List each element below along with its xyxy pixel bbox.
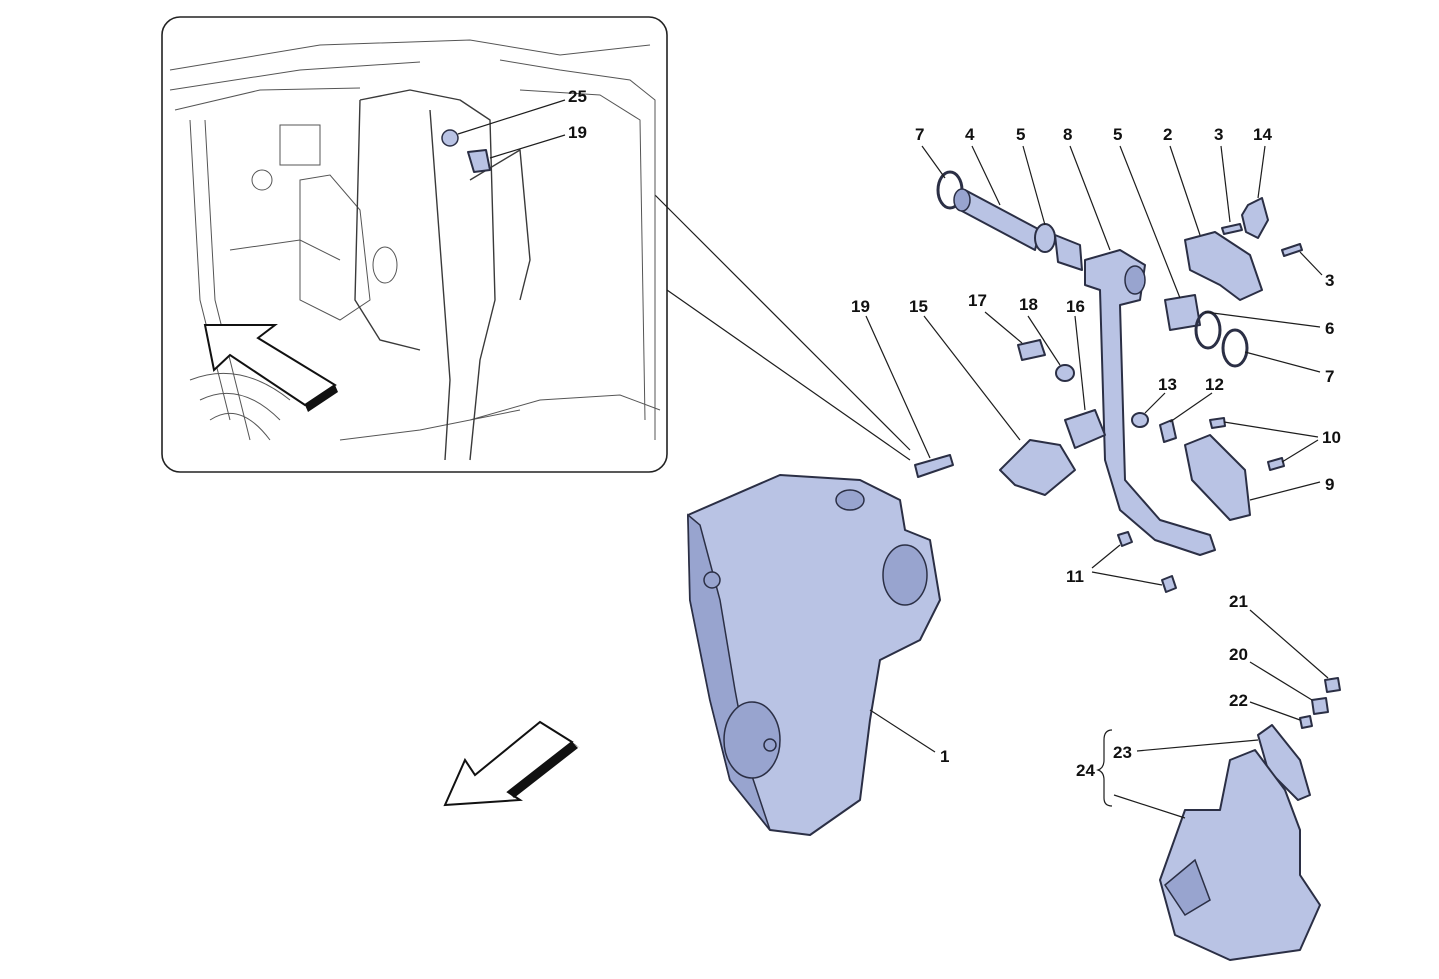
leader-25: [457, 99, 566, 135]
part-12-clip: [1159, 419, 1177, 443]
part-20-nut: [1311, 697, 1329, 715]
label-9: 9: [1325, 475, 1334, 494]
label-7-right: 7: [1325, 367, 1334, 386]
label-5-right: 5: [1113, 125, 1122, 144]
label-17: 17: [968, 291, 987, 310]
part-6-ring: [1194, 310, 1222, 350]
part-9-pedal-pad: [1184, 434, 1251, 521]
part-13-washer: [1131, 412, 1149, 428]
label-14: 14: [1253, 125, 1272, 144]
inset-square-panel: [279, 124, 321, 166]
label-15: 15: [909, 297, 928, 316]
label-13: 13: [1158, 375, 1177, 394]
label-25: 25: [568, 87, 587, 106]
part-24-accelerator-pedal: [1159, 749, 1321, 961]
label-18: 18: [1019, 295, 1038, 314]
label-8: 8: [1063, 125, 1072, 144]
inset-curved-lines: [189, 372, 291, 441]
inset-leader-bottom: [666, 289, 911, 461]
main-direction-arrow: [443, 720, 580, 807]
part-22-pin: [1299, 715, 1313, 729]
leader-1: [869, 709, 936, 753]
inset-arrow-shadow: [305, 385, 338, 412]
part-10-screw-b: [1267, 457, 1285, 471]
part-16-clip: [1064, 409, 1106, 449]
label-3-top: 3: [1214, 125, 1223, 144]
part-labels: 7 4 5 8 5 2 3 14 3 6 7 19 15 17 18 16 13: [851, 125, 1341, 819]
label-6: 6: [1325, 319, 1334, 338]
label-21: 21: [1229, 592, 1248, 611]
label-19: 19: [851, 297, 870, 316]
inset-detail-view: 25 19: [161, 16, 911, 473]
inset-bolt-25: [441, 129, 459, 147]
label-3-right: 3: [1325, 271, 1334, 290]
label-11: 11: [1066, 567, 1084, 586]
label-7-top: 7: [915, 125, 924, 144]
label-23: 23: [1113, 743, 1132, 762]
label-2: 2: [1163, 125, 1172, 144]
part-7-ring-right: [1221, 328, 1249, 368]
brace-24: [1096, 729, 1113, 807]
pedal-assembly-parts: [914, 170, 1341, 961]
inset-oval-hole: [372, 246, 398, 284]
inset-leader-top: [654, 194, 911, 451]
part-5-bushing-a: [1034, 223, 1056, 253]
part-4-shaft: [959, 189, 1041, 251]
inset-body-sketch: [169, 39, 661, 441]
label-20: 20: [1229, 645, 1248, 664]
part-5-bushing-c: [1164, 294, 1201, 331]
part-2-bracket: [1184, 231, 1263, 301]
part-11-nut-b: [1161, 575, 1177, 593]
label-19-inset: 19: [568, 123, 587, 142]
label-16: 16: [1066, 297, 1085, 316]
label-22: 22: [1229, 691, 1248, 710]
label-24: 24: [1076, 761, 1095, 780]
part-21-cap: [1324, 677, 1341, 693]
part-1-pedal-box: 1: [687, 474, 949, 836]
inset-bolt-19: [467, 149, 491, 173]
leader-19-inset: [489, 134, 566, 159]
part-15-sensor: [999, 439, 1076, 496]
part-14-switch: [1241, 197, 1269, 239]
part-11-nut-a: [1117, 531, 1133, 547]
inset-bracket-sketch: [354, 89, 531, 461]
label-4: 4: [965, 125, 975, 144]
inset-frame: [161, 16, 668, 473]
part-10-screw-a: [1209, 417, 1226, 429]
part-3-screw-b: [1281, 243, 1303, 257]
inset-round-hole: [251, 169, 273, 191]
part-18-bushing: [1055, 364, 1075, 382]
part-19-bolt: [914, 454, 954, 478]
label-10: 10: [1322, 428, 1341, 447]
part-5-bushing-b: [1054, 234, 1083, 271]
label-12: 12: [1205, 375, 1224, 394]
part-3-screw-a: [1221, 223, 1243, 235]
label-1: 1: [940, 747, 949, 766]
part-17-pin: [1017, 339, 1046, 361]
label-5-left: 5: [1016, 125, 1025, 144]
